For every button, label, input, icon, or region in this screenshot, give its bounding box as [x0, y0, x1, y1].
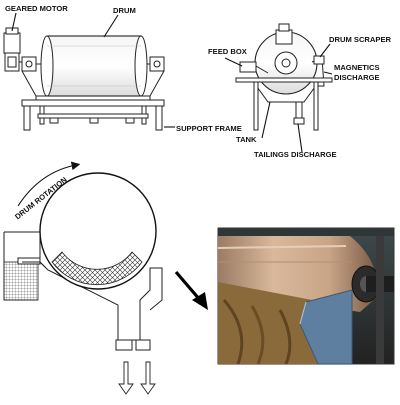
end-view: FEED BOX DRUM SCRAPER MAGNETICS DISCHARG… [208, 23, 392, 159]
label-tank: TANK [236, 135, 257, 144]
label-drum-scraper: DRUM SCRAPER [329, 35, 392, 44]
feed-box [239, 61, 257, 73]
discharge-arrows [118, 361, 156, 395]
label-tailings-discharge: TAILINGS DISCHARGE [254, 150, 337, 159]
tailings-outlet [115, 339, 133, 351]
pointer-arrow [174, 270, 202, 302]
magnetics-outlet [135, 339, 151, 351]
right-bearing [149, 56, 165, 72]
left-bearing [21, 56, 37, 72]
tank [251, 79, 321, 103]
label-feed-box: FEED BOX [208, 47, 247, 56]
label-geared-motor: GEARED MOTOR [5, 4, 68, 13]
label-drum: DRUM [113, 6, 136, 15]
magnet-assembly [51, 251, 143, 285]
side-view: GEARED MOTOR DRUM SUPPORT FRAME [3, 4, 242, 133]
label-support-frame: SUPPORT FRAME [176, 124, 242, 133]
label-magnetics-1: MAGNETICS [334, 63, 380, 72]
cross-section: DRUM ROTATION [3, 161, 208, 395]
support-frame [21, 99, 165, 131]
label-magnetics-2: DISCHARGE [334, 73, 380, 82]
photo-slurry [218, 282, 330, 364]
feed-slurry [3, 261, 39, 301]
drum-body [40, 35, 148, 97]
separator-photo [217, 227, 395, 365]
rotation-arrow [17, 161, 81, 207]
